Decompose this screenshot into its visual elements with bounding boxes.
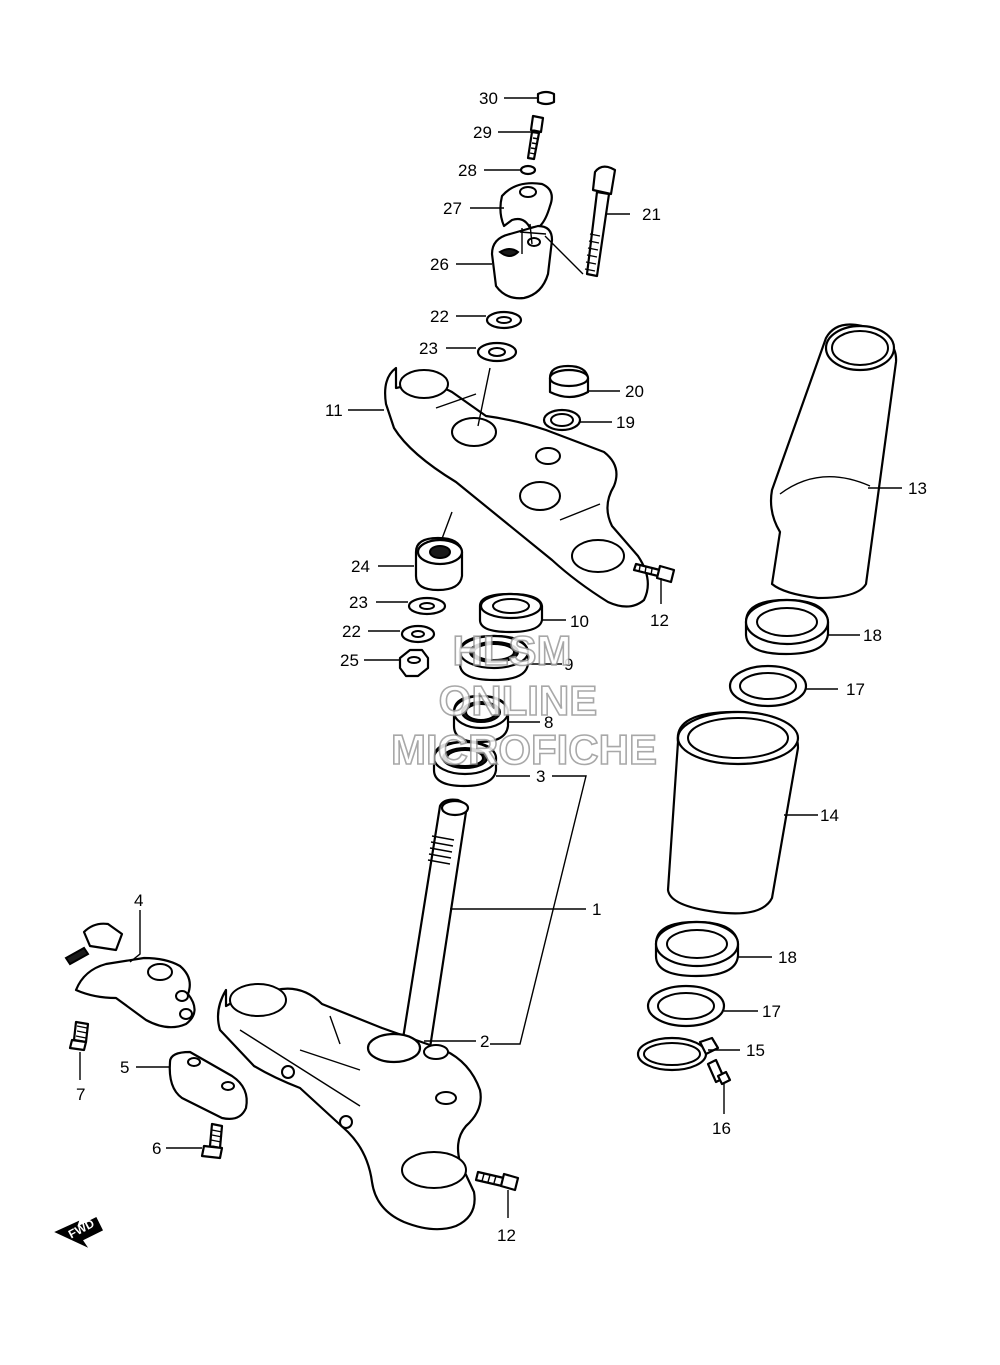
part-22-washer-top — [485, 310, 523, 330]
callout-7: 7 — [76, 1085, 85, 1104]
callout-25: 25 — [340, 651, 359, 670]
part-12-bolt-lower — [474, 1170, 520, 1192]
part-20-cap — [548, 364, 590, 399]
part-3-race — [432, 740, 498, 788]
callout-12-lower: 12 — [497, 1226, 516, 1245]
callout-1: 1 — [592, 900, 601, 919]
callout-10: 10 — [570, 612, 589, 631]
callout-18-upper: 18 — [863, 626, 882, 645]
part-7-bolt — [68, 1020, 90, 1052]
callout-21: 21 — [642, 205, 661, 224]
part-23-washer-top — [476, 341, 518, 363]
callout-18-lower: 18 — [778, 948, 797, 967]
part-1-steering-stem — [396, 798, 470, 1076]
part-9-seal — [458, 634, 530, 682]
part-18-ring-upper — [744, 598, 830, 656]
callout-9: 9 — [564, 655, 573, 674]
part-1-lower-bracket — [216, 983, 482, 1231]
part-16-screw — [706, 1058, 732, 1086]
callout-27: 27 — [443, 199, 462, 218]
part-23-washer-lower — [407, 596, 447, 616]
part-25-nut — [398, 648, 430, 678]
callout-29: 29 — [473, 123, 492, 142]
callout-15: 15 — [746, 1041, 765, 1060]
part-22-washer-lower — [400, 624, 436, 644]
part-13-upper-cover — [769, 323, 898, 600]
callout-26: 26 — [430, 255, 449, 274]
part-17-seal-upper — [728, 664, 808, 708]
part-24-bushing — [414, 536, 464, 592]
callout-4: 4 — [134, 891, 143, 910]
part-11-upper-bracket — [384, 366, 649, 608]
callout-16: 16 — [712, 1119, 731, 1138]
fwd-arrow: FWD — [54, 1216, 104, 1248]
callout-labels: 30 29 28 27 21 26 22 23 11 20 19 13 24 1… — [76, 89, 927, 1245]
callout-5: 5 — [120, 1058, 129, 1077]
callout-2: 2 — [480, 1032, 489, 1051]
watermark-line-1: HLSM — [453, 627, 572, 674]
callout-13: 13 — [908, 479, 927, 498]
part-30-cap — [536, 90, 556, 106]
part-4-steering-lock — [64, 922, 196, 1029]
callout-22-lower: 22 — [342, 622, 361, 641]
part-26-holder — [490, 223, 554, 300]
callout-11: 11 — [325, 401, 343, 420]
part-5-clamp — [168, 1050, 248, 1120]
callout-24: 24 — [351, 557, 370, 576]
callout-17-lower: 17 — [762, 1002, 781, 1021]
callout-17-upper: 17 — [846, 680, 865, 699]
callout-19: 19 — [616, 413, 635, 432]
part-10-steering-nut — [478, 592, 544, 634]
watermark: HLSM ONLINE MICROFICHE — [390, 626, 658, 774]
callout-6: 6 — [152, 1139, 161, 1158]
callout-12-upper: 12 — [650, 611, 669, 630]
part-29-bolt — [526, 114, 545, 161]
part-17-seal-lower — [646, 984, 726, 1028]
callout-8: 8 — [544, 713, 553, 732]
callout-28: 28 — [458, 161, 477, 180]
callout-30: 30 — [479, 89, 498, 108]
callout-14: 14 — [820, 806, 839, 825]
part-18-ring-lower — [654, 920, 740, 978]
part-21-bolt — [519, 165, 617, 278]
watermark-line-2: ONLINE — [439, 677, 598, 724]
watermark-line-3: MICROFICHE — [391, 726, 657, 773]
part-14-lower-cover — [666, 710, 800, 915]
callout-20: 20 — [625, 382, 644, 401]
leader-lines — [79, 97, 902, 1218]
callout-23-top: 23 — [419, 339, 438, 358]
part-6-bolt — [200, 1122, 224, 1160]
part-8-bearing — [452, 694, 510, 744]
callout-3: 3 — [536, 767, 545, 786]
part-28-washer — [519, 164, 537, 176]
part-27-clamp-upper — [499, 182, 553, 230]
part-19-ring — [542, 408, 582, 432]
callout-22-top: 22 — [430, 307, 449, 326]
callout-23-lower: 23 — [349, 593, 368, 612]
part-15-band — [636, 1036, 720, 1072]
